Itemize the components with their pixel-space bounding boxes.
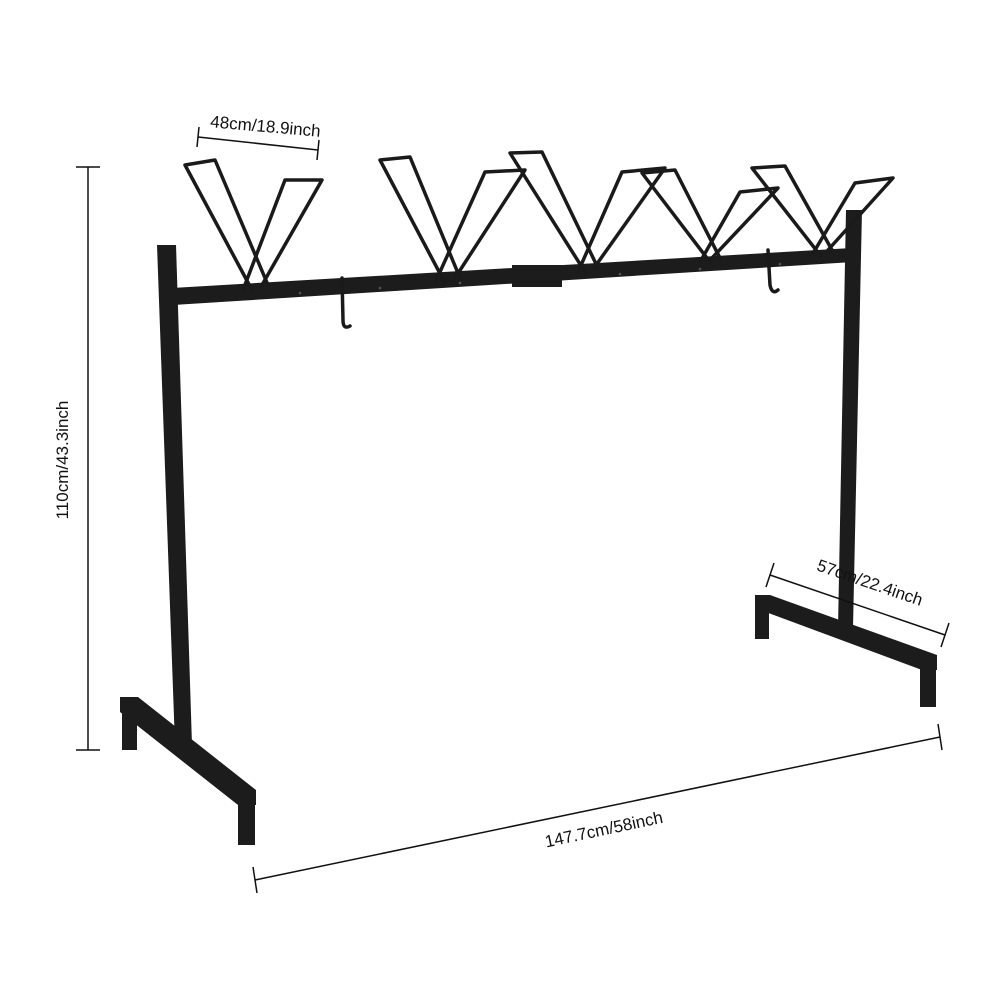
height-label: 110cm/43.3inch — [53, 401, 72, 520]
left-foot-front — [238, 790, 255, 845]
right-post — [838, 210, 862, 628]
dimension-holder-width: 48cm/18.9inch — [196, 112, 322, 161]
center-connector — [512, 265, 562, 287]
dimension-height: 110cm/43.3inch — [53, 166, 100, 751]
hook-left — [340, 276, 352, 329]
holder-width-label: 48cm/18.9inch — [210, 112, 322, 141]
length-label: 147.7cm/58inch — [543, 808, 664, 852]
left-foot-back — [122, 700, 137, 750]
wheel-holders — [183, 150, 895, 292]
right-base — [755, 595, 937, 670]
dimension-length: 147.7cm/58inch — [252, 723, 943, 894]
crossbar-holes — [298, 262, 782, 295]
left-post — [157, 245, 192, 745]
base-depth-label: 57cm/22.4inch — [814, 556, 925, 610]
rack-frame — [120, 150, 937, 845]
left-base — [120, 697, 256, 805]
hook-right — [766, 248, 780, 294]
right-foot-back — [755, 597, 769, 639]
right-foot-front — [920, 657, 936, 707]
